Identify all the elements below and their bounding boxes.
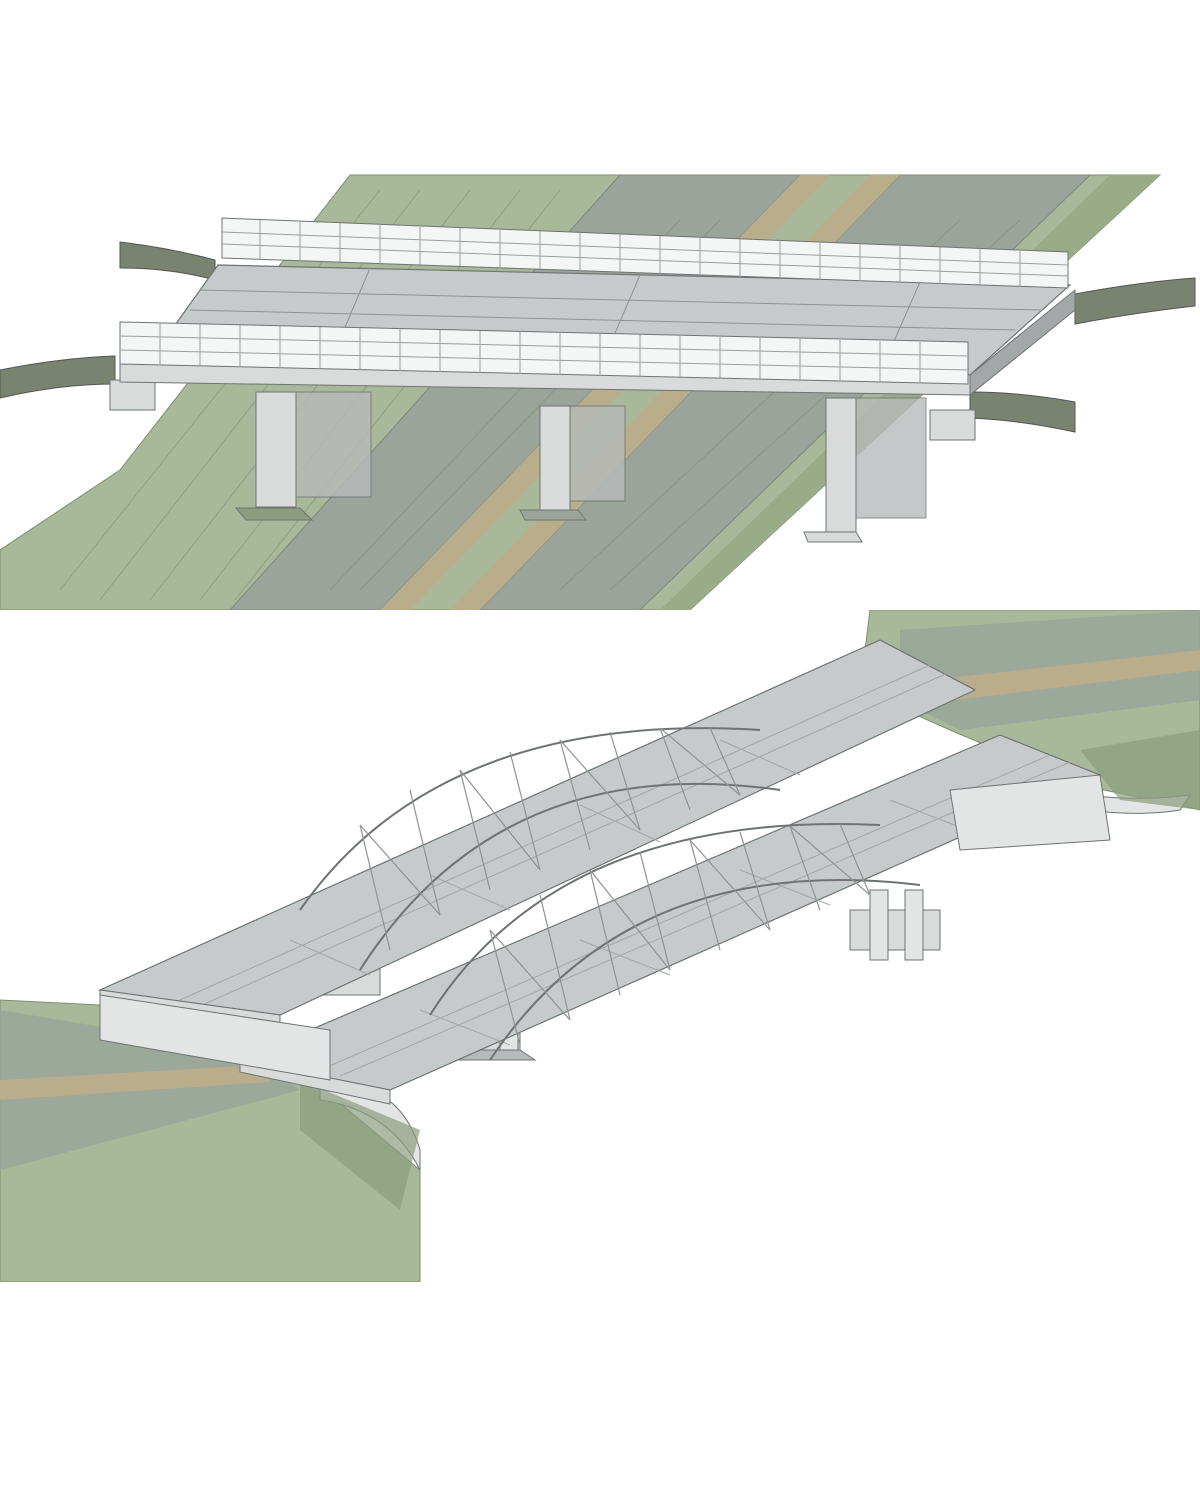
approach-wall-left-top — [119, 241, 216, 281]
embankment-left — [300, 1080, 420, 1210]
path-left — [0, 1065, 270, 1100]
approach-wall-right-top — [1074, 277, 1196, 325]
railing-near — [119, 321, 969, 385]
truss-lower — [489, 823, 871, 1046]
approach-wall-left-bottom — [0, 355, 116, 399]
abutment-left — [109, 379, 156, 411]
arch-bridge-drawing — [0, 610, 1200, 1282]
deck-joints — [189, 267, 1041, 374]
embankment-right — [1080, 730, 1200, 810]
approach-wall-right-bottom — [969, 391, 1076, 433]
arch-upper — [299, 727, 781, 971]
abutment-right — [929, 409, 976, 441]
pier-center — [519, 405, 626, 521]
deck-side — [969, 288, 1076, 397]
abutment-right — [949, 774, 1111, 851]
overpass-bridge-drawing — [0, 174, 1196, 610]
path-right — [930, 650, 1200, 702]
overpass-bridge-model — [0, 170, 1200, 610]
truss-upper — [359, 727, 741, 951]
pier-left — [234, 391, 372, 521]
arch-lower — [429, 823, 921, 1061]
arch-bridge-model — [0, 610, 1200, 1282]
railing-far — [221, 217, 1069, 289]
pier-right — [803, 397, 927, 543]
pier-right — [849, 889, 941, 961]
abutment-left — [99, 994, 331, 1081]
deck-grid — [179, 664, 1071, 1077]
